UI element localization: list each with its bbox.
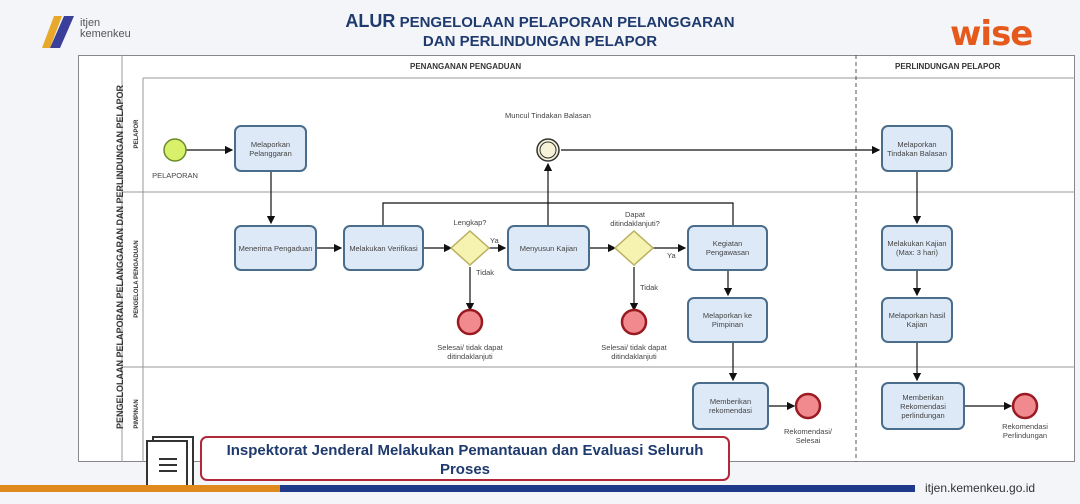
footer-url[interactable]: itjen.kemenkeu.go.id xyxy=(925,481,1036,495)
itjen-logo-icon xyxy=(42,16,74,48)
task-menyusun-kajian: Menyusun Kajian xyxy=(507,225,590,271)
title-line2: DAN PERLINDUNGAN PELAPOR xyxy=(422,33,658,50)
end-label-1: Selesai/ tidak dapat ditindaklanjuti xyxy=(437,343,503,361)
flow-tidak-1: Tidak xyxy=(476,268,495,277)
gateway-label-2: Dapat ditindaklanjuti? xyxy=(610,210,660,228)
end-label-4: Rekomendasi Perlindungan xyxy=(1002,422,1048,440)
gateway-label-1: Lengkap? xyxy=(453,218,487,227)
task-melaporkan-pelanggaran: Melaporkan Pelanggaran xyxy=(234,125,307,172)
flow-tidak-2: Tidak xyxy=(640,283,659,292)
end-event-4 xyxy=(1011,392,1039,420)
task-melaporkan-hasil-kajian: Melaporkan hasil Kajian xyxy=(881,297,953,343)
start-event xyxy=(163,138,187,162)
flow-ya-2: Ya xyxy=(667,251,676,260)
start-label: PELAPORAN xyxy=(152,171,198,180)
footer-bar-navy xyxy=(280,485,915,492)
end-event-3 xyxy=(794,392,822,420)
itjen-logo xyxy=(40,14,76,50)
logo-line1: itjen xyxy=(80,17,101,29)
footer-bar-orange xyxy=(0,485,280,492)
page-title: ALUR PENGELOLAAN PELAPORAN PELANGGARAN D… xyxy=(260,12,820,51)
lane-pengelola: PENGELOLA PENGADUAN xyxy=(134,240,140,318)
phase-perlindungan: PERLINDUNGAN PELAPOR xyxy=(895,62,1001,71)
task-melaporkan-tindakan-balasan: Melaporkan Tindakan Balasan xyxy=(881,125,953,172)
intermediate-label: Muncul Tindakan Balasan xyxy=(505,111,591,120)
end-event-2 xyxy=(620,308,648,336)
flow-ya-1: Ya xyxy=(490,236,499,245)
end-event-1 xyxy=(456,308,484,336)
document-icon xyxy=(145,435,199,496)
gateway-dapat xyxy=(613,229,655,267)
lane-pimpinan: PIMPINAN xyxy=(134,399,140,429)
phase-penanganan: PENANGANAN PENGADUAN xyxy=(410,62,522,71)
end-label-3: Rekomendasi/ Selesai xyxy=(784,427,832,445)
task-kegiatan-pengawasan: Kegiatan Pengawasan xyxy=(687,225,768,271)
task-melakukan-kajian: Melakukan Kajian (Max: 3 hari) xyxy=(881,225,953,271)
wise-logo: wise xyxy=(950,14,1033,54)
monitoring-banner: Inspektorat Jenderal Melakukan Pemantaua… xyxy=(200,436,730,481)
lane-pelapor: PELAPOR xyxy=(134,119,140,149)
task-melaporkan-pimpinan: Melaporkan ke Pimpinan xyxy=(687,297,768,343)
task-rekomendasi-perlindungan: Memberikan Rekomendasi perlindungan xyxy=(881,382,965,430)
pool-label: PENGELOLAAN PELAPORAN PELANGGARAN DAN PE… xyxy=(115,84,125,430)
task-memberikan-rekomendasi: Memberikan rekomendasi xyxy=(692,382,769,430)
end-label-2: Selesai/ tidak dapat ditindaklanjuti xyxy=(601,343,667,361)
logo-line2: kemenkeu xyxy=(80,28,131,40)
task-menerima-pengaduan: Menerima Pengaduan xyxy=(234,225,317,271)
title-prefix: ALUR xyxy=(345,11,396,31)
task-verifikasi: Melakukan Verifikasi xyxy=(343,225,424,271)
title-line1: PENGELOLAAN PELAPORAN PELANGGARAN xyxy=(399,14,735,31)
gateway-lengkap xyxy=(449,229,491,267)
